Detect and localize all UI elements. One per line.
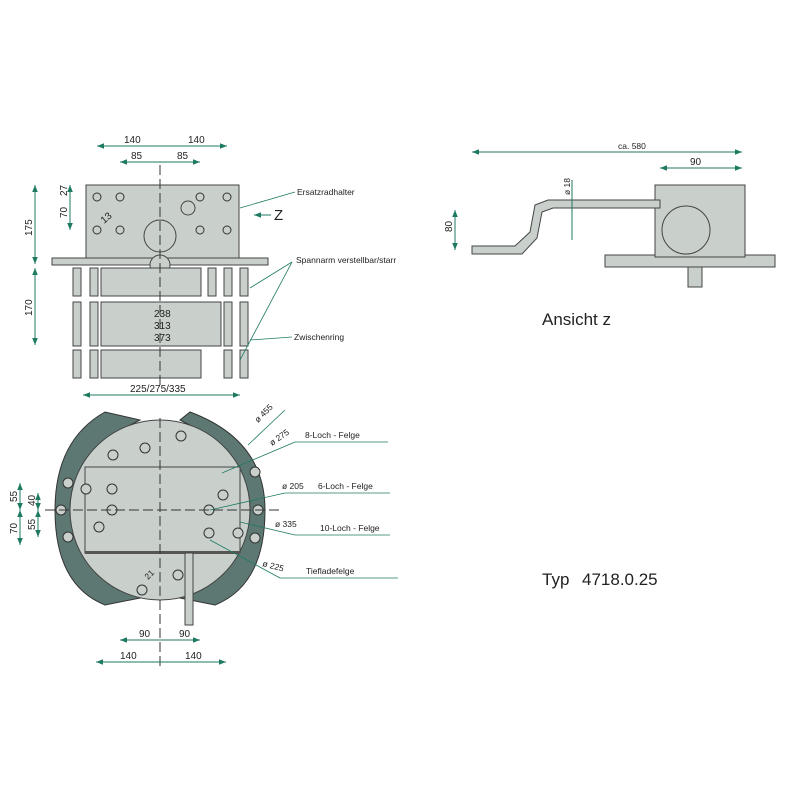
dim-d335: ø 335 <box>275 519 297 529</box>
dim-373: 373 <box>154 333 171 344</box>
dim-170: 170 <box>24 299 35 316</box>
dim-55-top: 55 <box>9 490 20 502</box>
dim-225-275-335: 225/275/335 <box>130 384 186 395</box>
dim-313: 313 <box>154 321 171 332</box>
holes <box>92 192 232 235</box>
dim-140-right: 140 <box>188 135 205 146</box>
dim-d205: ø 205 <box>282 481 304 491</box>
bolt-holes <box>55 430 264 596</box>
dim-90-right: 90 <box>179 629 191 640</box>
dim-40: 40 <box>27 494 38 506</box>
label-10-loch-felge: 10-Loch - Felge <box>320 523 380 533</box>
dim-ca-580: ca. 580 <box>618 141 646 151</box>
side-view-z: ca. 580 90 ø 18 80 Ansicht z <box>444 141 776 329</box>
label-ersatzradhalter: Ersatzradhalter <box>297 187 355 197</box>
view-title-ansicht-z: Ansicht z <box>542 310 611 329</box>
dim-85-right: 85 <box>177 151 189 162</box>
dim-175: 175 <box>24 219 35 236</box>
dim-70-plan: 70 <box>9 522 20 534</box>
dim-d275: ø 275 <box>267 427 291 448</box>
dim-140-plan-left: 140 <box>120 651 137 662</box>
bolt <box>180 200 196 216</box>
dim-238: 238 <box>154 309 171 320</box>
type-prefix: Typ <box>542 570 569 589</box>
dim-d225: ø 225 <box>261 558 285 573</box>
dim-d455: ø 455 <box>252 402 275 425</box>
bolt-side <box>687 266 703 288</box>
dim-80: 80 <box>444 220 455 232</box>
dim-140-plan-right: 140 <box>185 651 202 662</box>
dim-27: 27 <box>59 184 70 196</box>
view-arrow-z: Z <box>274 207 283 224</box>
spannarm-bar <box>471 199 661 255</box>
dim-85-left: 85 <box>131 151 143 162</box>
hub-side <box>661 205 711 255</box>
type-number: 4718.0.25 <box>582 570 658 589</box>
dim-d18: ø 18 <box>562 178 572 195</box>
dim-70: 70 <box>59 206 70 218</box>
plate-edge <box>85 551 240 554</box>
label-tiefladefelge: Tiefladefelge <box>306 566 355 576</box>
label-8-loch-felge: 8-Loch - Felge <box>305 430 360 440</box>
dim-90-left: 90 <box>139 629 151 640</box>
plan-view: 55 40 70 55 90 90 140 140 21 ø 455 ø 275… <box>9 402 398 670</box>
dim-140-left: 140 <box>124 135 141 146</box>
label-6-loch-felge: 6-Loch - Felge <box>318 481 373 491</box>
spacer-blocks <box>72 267 249 379</box>
label-spannarm: Spannarm verstellbar/starr <box>296 255 396 265</box>
front-view: 140 140 85 85 175 170 27 70 13 238 313 3… <box>24 135 396 398</box>
label-zwischenring: Zwischenring <box>294 332 344 342</box>
dim-90-side: 90 <box>690 157 702 168</box>
spannarm-top <box>184 552 194 626</box>
dim-55-bottom: 55 <box>27 518 38 530</box>
